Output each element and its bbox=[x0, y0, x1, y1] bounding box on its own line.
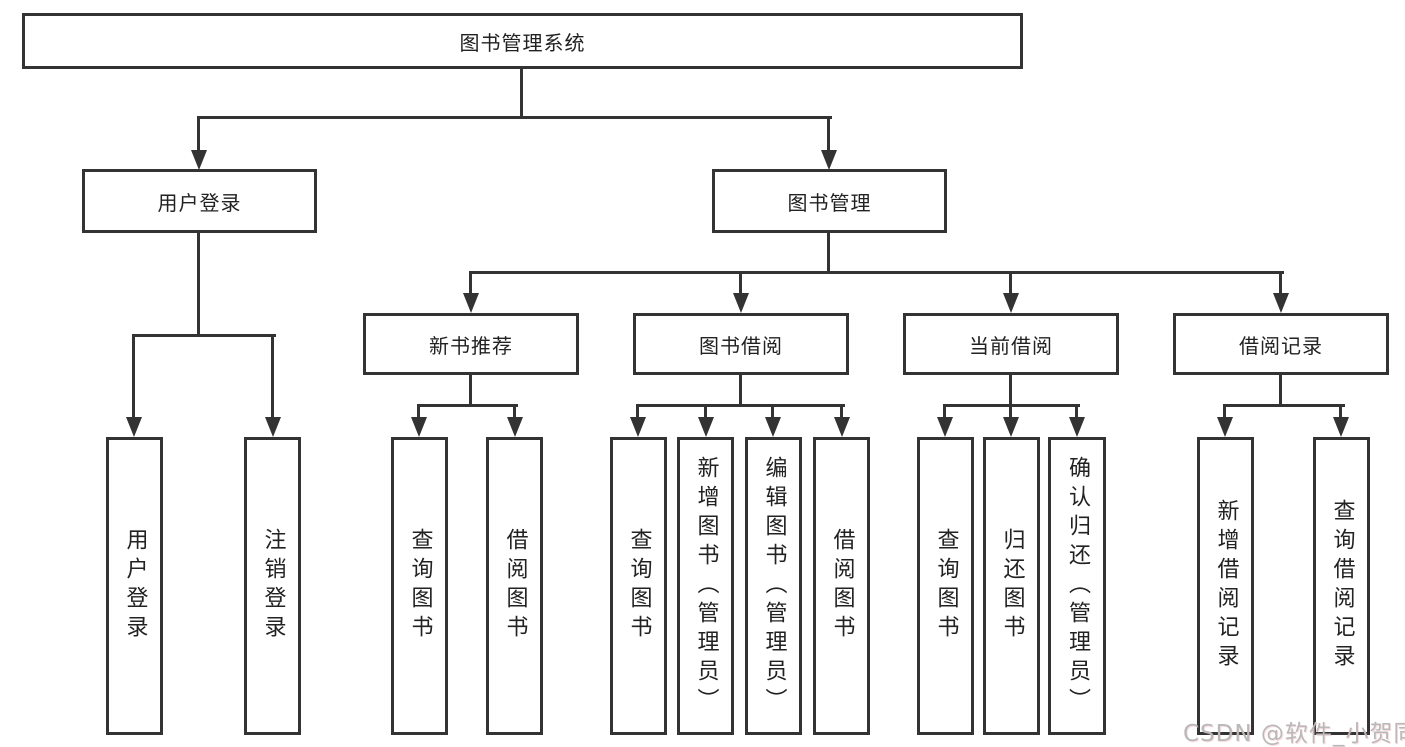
connector-drop bbox=[827, 116, 830, 152]
node-label: 归还图书 bbox=[999, 528, 1025, 644]
node-label: 用户登录 bbox=[122, 528, 148, 644]
arrowhead-down-icon bbox=[937, 417, 953, 437]
connector-book-borrow-crossbar bbox=[636, 404, 845, 407]
node-leaf-edit-books-admin: 编辑图书（管理员） bbox=[745, 437, 802, 735]
node-label: 新增图书（管理员） bbox=[693, 455, 719, 717]
node-label: 查询图书 bbox=[933, 528, 959, 644]
connector-drop bbox=[417, 404, 420, 419]
connector-new-book-stem bbox=[469, 375, 472, 407]
connector-current-borrow-stem bbox=[1009, 375, 1012, 407]
node-label: 查询图书 bbox=[407, 528, 433, 644]
arrowhead-down-icon bbox=[733, 293, 749, 313]
arrowhead-down-icon bbox=[821, 150, 837, 170]
arrowhead-down-icon bbox=[1069, 417, 1085, 437]
arrowhead-down-icon bbox=[191, 150, 207, 170]
node-label: 借阅图书 bbox=[502, 528, 528, 644]
node-leaf-query-books-2: 查询图书 bbox=[610, 437, 667, 735]
node-label: 借阅图书 bbox=[829, 528, 855, 644]
node-new-book-recommend: 新书推荐 bbox=[363, 313, 579, 375]
connector-drop bbox=[469, 271, 472, 296]
node-leaf-add-borrow-record: 新增借阅记录 bbox=[1197, 437, 1254, 735]
connector-borrow-record-crossbar bbox=[1223, 404, 1345, 407]
arrowhead-down-icon bbox=[834, 417, 850, 437]
node-borrow-records: 借阅记录 bbox=[1173, 313, 1389, 375]
connector-drop bbox=[1009, 271, 1012, 296]
connector-drop bbox=[513, 404, 516, 419]
connector-drop bbox=[704, 404, 707, 419]
connector-book-borrow-stem bbox=[739, 375, 742, 407]
node-leaf-user-login: 用户登录 bbox=[106, 437, 163, 735]
connector-drop bbox=[1223, 404, 1226, 419]
connector-drop bbox=[943, 404, 946, 419]
connector-drop bbox=[1339, 404, 1342, 419]
connector-drop bbox=[197, 116, 200, 152]
connector-drop bbox=[636, 404, 639, 419]
connector-drop bbox=[132, 334, 135, 419]
arrowhead-down-icon bbox=[630, 417, 646, 437]
connector-book-mgmt-stem bbox=[827, 233, 830, 274]
arrowhead-down-icon bbox=[507, 417, 523, 437]
node-user-login: 用户登录 bbox=[82, 169, 317, 233]
arrowhead-down-icon bbox=[1003, 293, 1019, 313]
connector-drop bbox=[1075, 404, 1078, 419]
node-label: 查询图书 bbox=[626, 528, 652, 644]
arrowhead-down-icon bbox=[765, 417, 781, 437]
arrowhead-down-icon bbox=[463, 293, 479, 313]
node-label: 确认归还（管理员） bbox=[1065, 455, 1090, 717]
node-label: 新书推荐 bbox=[429, 333, 513, 358]
node-leaf-borrow-books-2: 借阅图书 bbox=[813, 437, 870, 735]
node-label: 借阅记录 bbox=[1239, 333, 1323, 358]
node-leaf-borrow-books-1: 借阅图书 bbox=[486, 437, 543, 735]
node-leaf-logout: 注销登录 bbox=[244, 437, 301, 735]
connector-user-login-crossbar bbox=[132, 334, 276, 337]
arrowhead-down-icon bbox=[126, 417, 142, 437]
node-leaf-query-borrow-record: 查询借阅记录 bbox=[1313, 437, 1370, 735]
connector-drop bbox=[1009, 404, 1012, 419]
node-book-management: 图书管理 bbox=[712, 169, 947, 233]
node-label: 编辑图书（管理员） bbox=[761, 455, 787, 717]
node-label: 图书管理 bbox=[787, 190, 872, 215]
node-label: 用户登录 bbox=[157, 190, 242, 215]
arrowhead-down-icon bbox=[1273, 293, 1289, 313]
node-leaf-query-books-3: 查询图书 bbox=[917, 437, 974, 735]
node-leaf-add-books-admin: 新增图书（管理员） bbox=[677, 437, 734, 735]
node-leaf-confirm-return-admin: 确认归还（管理员） bbox=[1048, 437, 1106, 735]
arrowhead-down-icon bbox=[1333, 417, 1349, 437]
arrowhead-down-icon bbox=[265, 417, 281, 437]
connector-book-mgmt-crossbar bbox=[469, 271, 1284, 274]
connector-drop bbox=[1279, 271, 1282, 296]
arrowhead-down-icon bbox=[1217, 417, 1233, 437]
node-label: 图书借阅 bbox=[699, 333, 783, 358]
node-current-borrowing: 当前借阅 bbox=[903, 313, 1119, 375]
node-label: 图书管理系统 bbox=[459, 30, 586, 55]
node-label: 当前借阅 bbox=[969, 333, 1053, 358]
arrowhead-down-icon bbox=[698, 417, 714, 437]
connector-new-book-crossbar bbox=[417, 404, 518, 407]
connector-root-crossbar bbox=[197, 116, 832, 119]
connector-borrow-record-stem bbox=[1279, 375, 1282, 407]
arrowhead-down-icon bbox=[1003, 417, 1019, 437]
connector-user-login-stem bbox=[197, 233, 200, 337]
node-leaf-return-books: 归还图书 bbox=[983, 437, 1040, 735]
node-leaf-query-books-1: 查询图书 bbox=[391, 437, 448, 735]
connector-drop bbox=[771, 404, 774, 419]
csdn-watermark: CSDN @软件_小贺同学 bbox=[1183, 721, 1405, 747]
arrowhead-down-icon bbox=[411, 417, 427, 437]
connector-drop bbox=[739, 271, 742, 296]
node-label: 新增借阅记录 bbox=[1213, 499, 1239, 673]
node-label: 查询借阅记录 bbox=[1329, 499, 1355, 673]
connector-root-stem bbox=[520, 69, 523, 117]
node-root: 图书管理系统 bbox=[22, 13, 1023, 69]
node-book-borrowing: 图书借阅 bbox=[633, 313, 849, 375]
node-label: 注销登录 bbox=[260, 528, 286, 644]
connector-drop bbox=[271, 334, 274, 419]
connector-drop bbox=[840, 404, 843, 419]
